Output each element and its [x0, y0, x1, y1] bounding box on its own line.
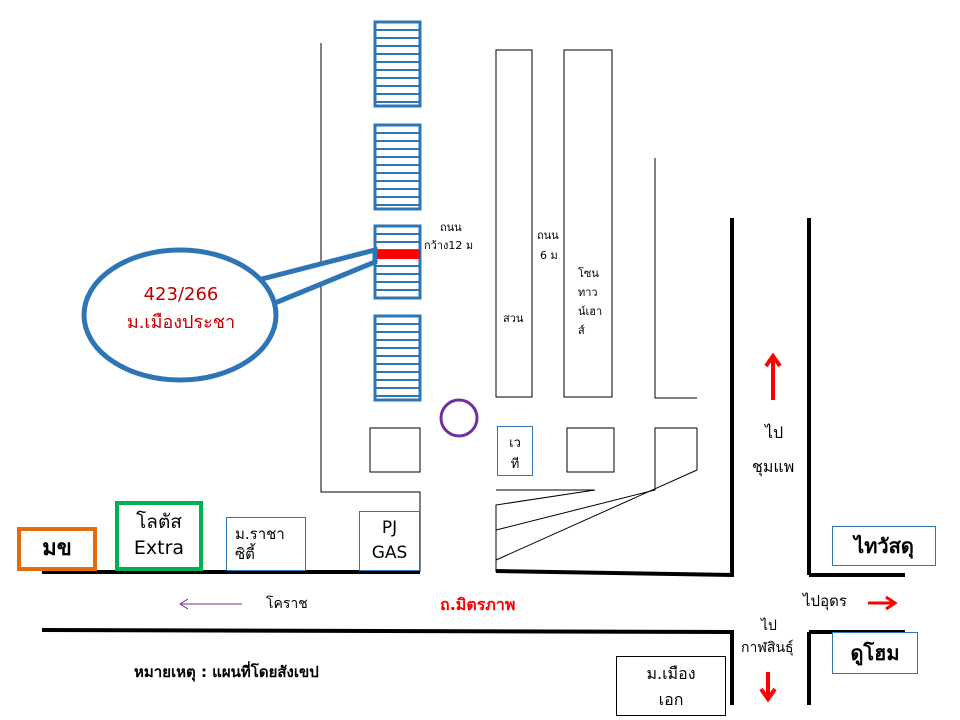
townhouse-label-3: น์เฮา: [578, 305, 603, 318]
muang-ek-label-2: เอก: [658, 690, 684, 709]
village-road-east: [495, 489, 596, 572]
thaiwatsadu-box: ไทวัสดุ: [832, 526, 936, 566]
map-note: หมายเหตุ : แผนที่โดยสังเขป: [134, 663, 319, 681]
house-number: 423/266: [143, 284, 219, 305]
pj-label-2: GAS: [371, 543, 408, 563]
pj-gas-box: PJ GAS: [359, 511, 420, 571]
village-name: ม.เมืองประชา: [126, 312, 236, 333]
korat-label: โคราช: [266, 596, 308, 612]
highway-north-edge-east: [495, 569, 735, 577]
thaiwatsadu-label: ไทวัสดุ: [854, 534, 914, 558]
racha-label-1: ม.ราชา: [235, 525, 285, 543]
stage-label-1: เว: [509, 436, 521, 451]
road-12m-label-2: กว้าง12 ม: [424, 239, 474, 252]
roundabout-circle: [439, 398, 479, 438]
to-chumphae-label-1: ไป: [765, 423, 784, 442]
village-road-west: [320, 43, 421, 572]
house-row-1: [373, 20, 422, 108]
callout-bubble: [81, 247, 279, 383]
dohome-box: ดูโฮม: [832, 632, 918, 674]
to-kalasin-label-1: ไป: [761, 618, 777, 634]
house-rows: [373, 20, 422, 402]
stage-box: เว ที: [497, 426, 533, 476]
lotus-label-1: โลตัส: [136, 511, 182, 533]
up-arrow-head: [764, 352, 782, 368]
main-road-label: ถ.มิตรภาพ: [440, 595, 516, 614]
highway-south-edge: [41, 628, 735, 634]
park-block: [495, 49, 533, 398]
house-row-2: [373, 123, 422, 211]
house-row-3: [373, 224, 422, 300]
right-arrow-head: [885, 595, 898, 611]
village-road-north-east: [654, 158, 697, 399]
to-kalasin-label-2: กาฬสินธุ์: [741, 640, 794, 656]
racha-label-2: ซิตี้: [235, 545, 255, 563]
townhouse-block: [563, 49, 613, 398]
muang-ek-box: ม.เมือง เอก: [616, 656, 726, 716]
korat-arrow-head: [179, 598, 189, 610]
lotus-box: โลตัส Extra: [115, 501, 203, 571]
mk-box: มข: [17, 527, 97, 571]
to-chumphae-label-2: ชุมแพ: [752, 457, 795, 476]
down-arrow-head: [759, 687, 777, 703]
to-udon-label: ไปอุดร: [803, 592, 847, 610]
house-row-4: [373, 314, 422, 402]
dohome-label: ดูโฮม: [850, 641, 900, 665]
townhouse-label-2: ทาว: [578, 286, 598, 299]
road-6m-label-2: 6 ม: [540, 249, 558, 262]
callout-pointer: [254, 246, 378, 309]
racha-city-box: ม.ราชา ซิตี้: [226, 517, 306, 571]
target-house-marker: [375, 250, 420, 259]
pj-label-1: PJ: [381, 518, 398, 538]
park-label: สวน: [503, 312, 524, 325]
road-12m-label-1: ถนน: [440, 221, 462, 234]
village-road-diagonal-a: [495, 427, 697, 531]
small-block-west: [369, 427, 421, 473]
muang-ek-label-1: ม.เมือง: [646, 664, 696, 683]
mk-label: มข: [42, 536, 72, 561]
small-block-east: [566, 427, 615, 473]
stage-label-2: ที: [510, 457, 520, 472]
lotus-label-2: Extra: [133, 537, 185, 559]
village-road-diagonal-b: [495, 428, 698, 561]
townhouse-label-1: โซน: [578, 267, 599, 280]
townhouse-label-4: ส์: [578, 324, 585, 337]
road-6m-label-1: ถนน: [537, 229, 559, 242]
